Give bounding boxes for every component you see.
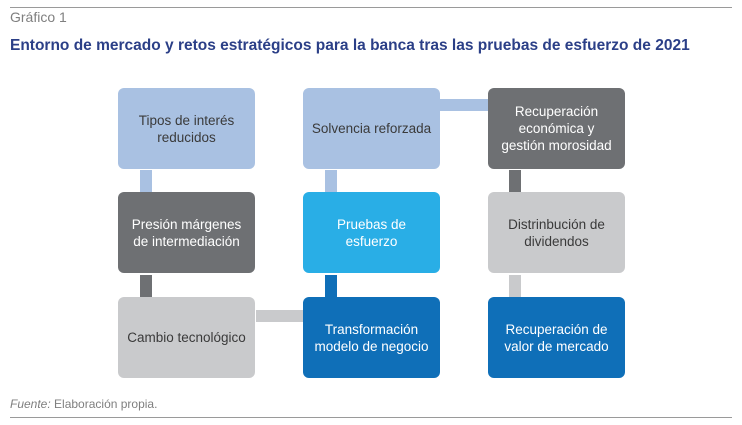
figure-label: Gráfico 1 — [10, 9, 67, 25]
box-recuperacion-economica: Recuperación económica y gestión morosid… — [488, 88, 625, 169]
source-label: Fuente: — [10, 397, 51, 411]
box-pruebas-esfuerzo-text: Pruebas de esfuerzo — [336, 216, 407, 249]
box-tipos-interes: Tipos de interés reducidos — [118, 88, 255, 169]
top-rule — [10, 7, 732, 8]
box-recuperacion-valor-text: Recuperación de valor de mercado — [504, 321, 609, 354]
box-tipos-interes-text: Tipos de interés reducidos — [138, 112, 235, 145]
connector-tipos-presion — [140, 170, 152, 192]
box-presion-margenes-text: Presión márgenes de intermediación — [131, 216, 242, 249]
connector-presion-cambio — [140, 275, 152, 297]
box-dividendos-text: Distrinbución de dividendos — [508, 216, 605, 249]
box-solvencia-text: Solvencia reforzada — [311, 121, 432, 136]
box-cambio-tecnologico-text: Cambio tecnológico — [127, 330, 246, 345]
source-text: Elaboración propia. — [50, 397, 158, 411]
box-recuperacion-valor: Recuperación de valor de mercado — [488, 297, 625, 378]
connector-recuperacion-dividendos — [509, 170, 521, 192]
box-pruebas-esfuerzo: Pruebas de esfuerzo — [303, 192, 440, 273]
connector-pruebas-transformacion — [325, 275, 337, 297]
box-presion-margenes: Presión márgenes de intermediación — [118, 192, 255, 273]
connector-solvencia-pruebas — [325, 170, 337, 192]
box-recuperacion-economica-text: Recuperación económica y gestión morosid… — [501, 104, 612, 153]
box-cambio-tecnologico: Cambio tecnológico — [118, 297, 255, 378]
box-solvencia: Solvencia reforzada — [303, 88, 440, 169]
bottom-rule — [10, 417, 732, 418]
connector-solvencia-recuperacion — [439, 99, 489, 111]
figure-title: Entorno de mercado y retos estratégicos … — [10, 37, 690, 54]
source-note: Fuente: Elaboración propia. — [10, 397, 157, 411]
box-transformacion-text: Transformación modelo de negocio — [314, 321, 429, 354]
connector-cambio-transformacion — [256, 310, 304, 322]
connector-dividendos-valor — [509, 275, 521, 297]
box-dividendos: Distrinbución de dividendos — [488, 192, 625, 273]
box-transformacion: Transformación modelo de negocio — [303, 297, 440, 378]
